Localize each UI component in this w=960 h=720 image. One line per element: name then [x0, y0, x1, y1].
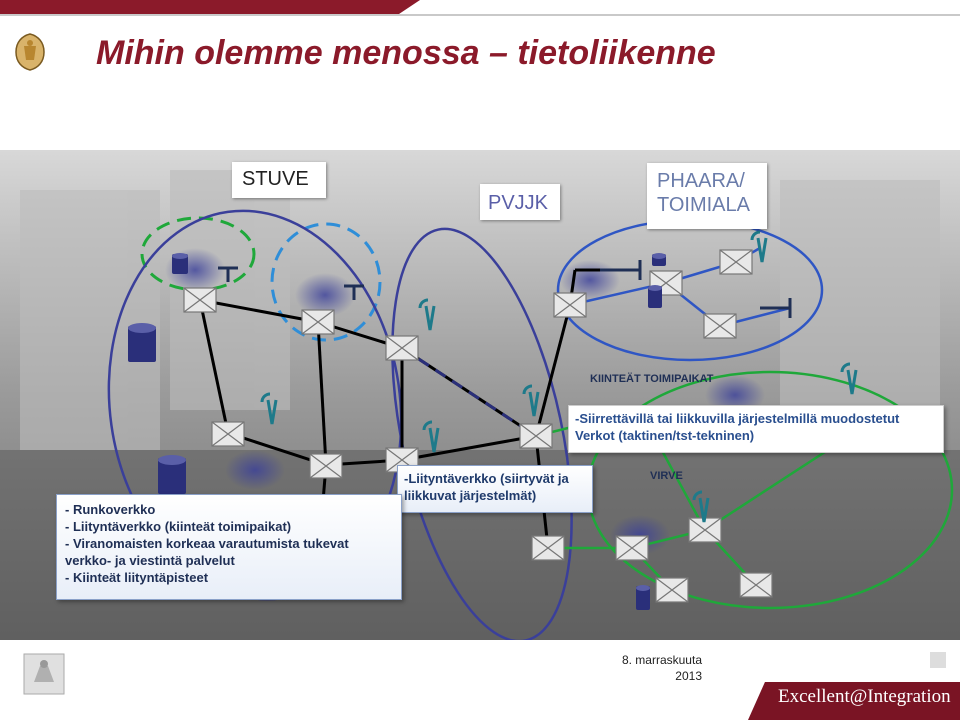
kiinteat-toimipaikat-label: KIINTEÄT TOIMIPAIKAT	[590, 373, 714, 385]
coat-of-arms-icon	[15, 33, 45, 71]
access-network-line2: liikkuvat järjestelmät)	[404, 488, 537, 503]
phaara-label-line1: PHAARA/	[657, 170, 745, 192]
network-summary-callout: - Runkoverkko - Liityntäverkko (kiinteät…	[56, 494, 402, 600]
mobile-networks-callout: -Siirrettävillä tai liikkuvilla järjeste…	[568, 405, 944, 453]
footer-date-line1: 8. marraskuuta	[621, 653, 702, 667]
summary-item: - Kiinteät liityntäpisteet	[65, 570, 209, 585]
virve-label: VIRVE	[650, 470, 683, 482]
footer-corner-mark-icon	[930, 652, 946, 668]
phaara-label-line2: TOIMIALA	[657, 194, 750, 216]
building-silhouettes	[20, 170, 940, 450]
footer-date-line2: 2013	[675, 669, 702, 683]
summary-item: - Liityntäverkko (kiinteät toimipaikat)	[65, 519, 292, 534]
mobile-networks-line1: -Siirrettävillä tai liikkuvilla järjeste…	[575, 411, 900, 426]
access-network-line1: -Liityntäverkko (siirtyvät ja	[404, 471, 569, 486]
stuve-label: STUVE	[232, 162, 326, 198]
antenna-icons	[260, 230, 858, 523]
access-network-callout: -Liityntäverkko (siirtyvät ja liikkuvat …	[397, 465, 593, 513]
summary-item: - Runkoverkko	[65, 502, 156, 517]
database-icons	[128, 253, 666, 610]
mobile-networks-line2: Verkot (taktinen/tst-tekninen)	[575, 428, 755, 443]
summary-item: verkko- ja viestintä palvelut	[65, 553, 235, 568]
header-rule	[0, 14, 960, 16]
stuve-region-dashed-blue	[270, 222, 382, 342]
footer-brand: Excellent@Integration	[748, 682, 960, 720]
summary-item: - Viranomaisten korkeaa varautumista tuk…	[65, 536, 349, 551]
header-accent-bar	[0, 0, 420, 14]
phaara-label: PHAARA/ TOIMIALA	[647, 163, 767, 229]
dashed-links	[401, 346, 537, 438]
page-title: Mihin olemme menossa – tietoliikenne	[96, 34, 716, 72]
terminal-icons	[218, 260, 792, 318]
footer-date: 8. marraskuuta 2013	[606, 652, 702, 684]
pvjjk-label: PVJJK	[480, 184, 560, 220]
footer-lion-emblem-icon	[23, 653, 65, 695]
